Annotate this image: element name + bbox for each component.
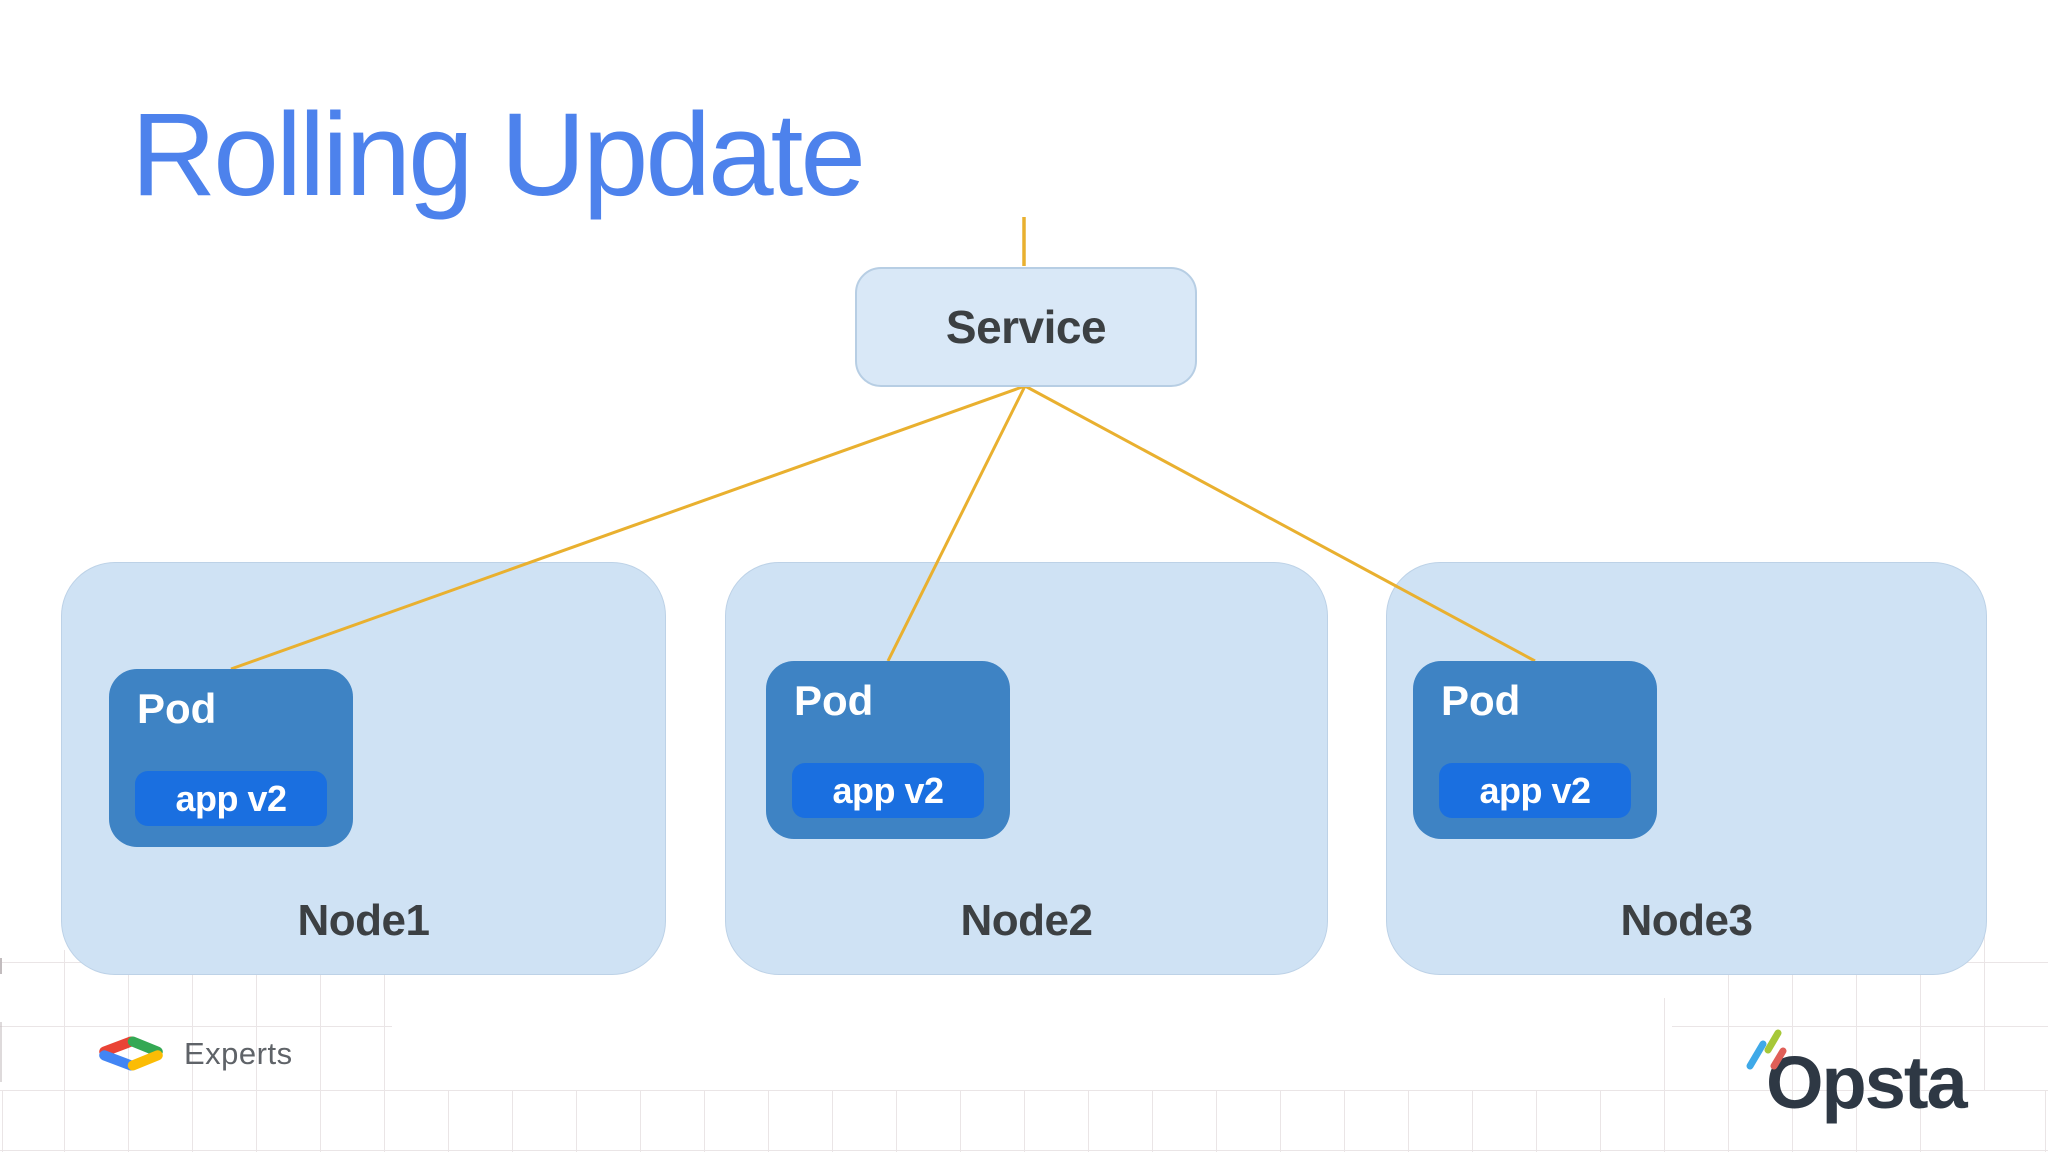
grid-line bbox=[960, 1090, 961, 1152]
node2-pod-box: Pod app v2 bbox=[766, 661, 1010, 839]
node3-pod-box: Pod app v2 bbox=[1413, 661, 1657, 839]
opsta-logo: Opsta bbox=[1742, 1022, 2002, 1132]
grid-line bbox=[768, 1090, 769, 1152]
service-box: Service bbox=[855, 267, 1197, 387]
experts-logo: Experts bbox=[96, 1035, 293, 1072]
node2-app-chip: app v2 bbox=[792, 763, 984, 818]
grid-line bbox=[128, 950, 129, 1090]
grid-line bbox=[1856, 962, 1857, 1090]
grid-edge-mark bbox=[0, 958, 2, 974]
opsta-wordmark: Opsta bbox=[1766, 1041, 1968, 1124]
grid-line bbox=[576, 1090, 577, 1152]
node2-app-label: app v2 bbox=[832, 769, 944, 811]
grid-line bbox=[0, 1026, 392, 1027]
slide-title: Rolling Update bbox=[131, 89, 866, 221]
grid-line bbox=[1856, 1090, 1857, 1152]
node1-pod-box: Pod app v2 bbox=[109, 669, 353, 847]
node1-label: Node1 bbox=[297, 896, 430, 945]
experts-label: Experts bbox=[184, 1035, 293, 1071]
grid-line bbox=[1408, 1090, 1409, 1152]
node3-app-chip: app v2 bbox=[1439, 763, 1631, 818]
node2-pod-label: Pod bbox=[794, 677, 874, 724]
grid-line bbox=[2, 1090, 3, 1152]
grid-line bbox=[64, 1090, 65, 1152]
grid-line bbox=[1152, 1090, 1153, 1152]
node3-label: Node3 bbox=[1620, 896, 1753, 945]
node3-pod-label: Pod bbox=[1441, 677, 1521, 724]
opsta-comet-dashes-icon bbox=[1746, 1029, 1787, 1070]
grid-line bbox=[1920, 1090, 1921, 1152]
grid-line bbox=[1664, 998, 1665, 1090]
grid-line bbox=[832, 1090, 833, 1152]
grid-line bbox=[704, 1090, 705, 1152]
grid-line bbox=[1472, 1090, 1473, 1152]
grid-line bbox=[1216, 1090, 1217, 1152]
grid-line bbox=[128, 1090, 129, 1152]
node2-label: Node2 bbox=[960, 896, 1093, 945]
grid-line bbox=[1792, 962, 1793, 1090]
grid-line bbox=[512, 1090, 513, 1152]
grid-line bbox=[1672, 1026, 2048, 1027]
grid-line bbox=[1792, 1090, 1793, 1152]
grid-line bbox=[1600, 1090, 1601, 1152]
grid-line bbox=[1024, 1090, 1025, 1152]
grid-line bbox=[448, 1090, 449, 1152]
service-label: Service bbox=[945, 301, 1107, 353]
grid-line bbox=[1728, 962, 1729, 1090]
grid-line bbox=[192, 1090, 193, 1152]
grid-line bbox=[256, 950, 257, 1090]
grid-line bbox=[1728, 1090, 1729, 1152]
node1-app-label: app v2 bbox=[175, 777, 287, 819]
grid-line bbox=[384, 1090, 385, 1152]
grid-edge-mark bbox=[0, 1022, 2, 1082]
grid-line bbox=[896, 1090, 897, 1152]
grid-line bbox=[256, 1090, 257, 1152]
grid-line bbox=[384, 950, 385, 1090]
grid-line bbox=[1344, 1090, 1345, 1152]
grid-line bbox=[320, 950, 321, 1090]
grid-line bbox=[1280, 1090, 1281, 1152]
grid-line bbox=[640, 1090, 641, 1152]
google-developers-chevrons-icon bbox=[99, 1036, 163, 1071]
node1-app-chip: app v2 bbox=[135, 771, 327, 826]
grid-line bbox=[1984, 790, 1985, 1090]
grid-line bbox=[1536, 1090, 1537, 1152]
grid-line bbox=[1088, 1090, 1089, 1152]
node3-app-label: app v2 bbox=[1479, 769, 1591, 811]
grid-line bbox=[1664, 1090, 1665, 1152]
grid-line bbox=[320, 1090, 321, 1152]
grid-line bbox=[192, 950, 193, 1090]
grid-line bbox=[2045, 1090, 2046, 1152]
node1-pod-label: Pod bbox=[137, 685, 217, 732]
grid-line bbox=[64, 950, 65, 1090]
grid-line bbox=[1920, 962, 1921, 1090]
